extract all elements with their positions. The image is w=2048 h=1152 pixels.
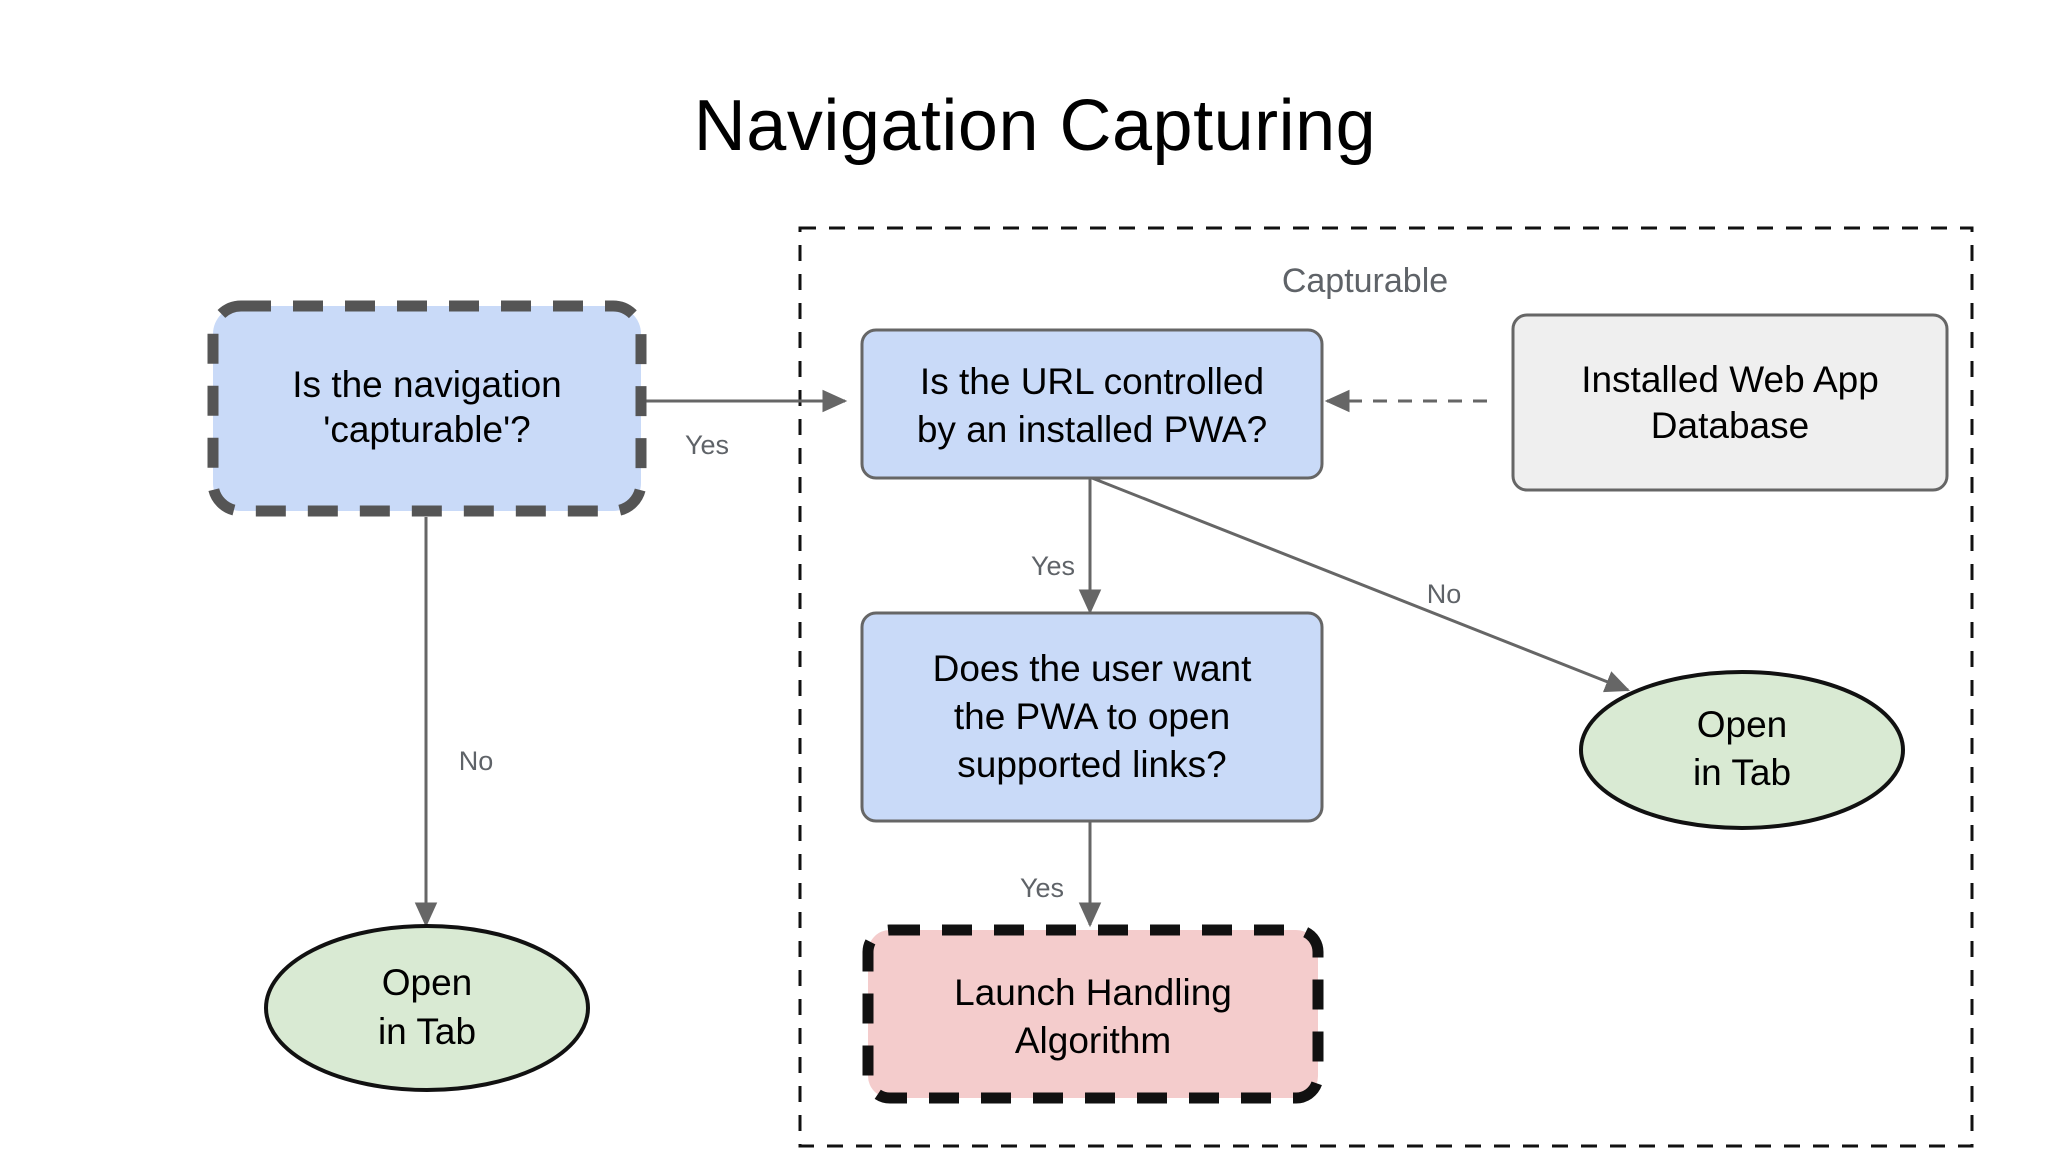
node-launch-handling-algorithm[interactable]: Launch Handling Algorithm [862,924,1324,1104]
edge-url-controlled-yes: Yes [1031,478,1102,615]
edge-user-want-yes: Yes [1020,820,1102,928]
node-installed-web-app-database-line2: Database [1651,405,1809,446]
node-is-navigation-capturable-line1: Is the navigation [292,364,561,405]
node-does-user-want-pwa[interactable]: Does the user want the PWA to open suppo… [860,611,1324,823]
edge-url-controlled-yes-label: Yes [1031,551,1075,581]
node-does-user-want-pwa-line2: the PWA to open [954,696,1230,737]
edge-url-controlled-no-label: No [1427,579,1462,609]
node-is-url-controlled-shape[interactable] [860,328,1324,480]
node-is-url-controlled-line2: by an installed PWA? [917,409,1267,450]
page-title: Navigation Capturing [694,86,1376,166]
node-installed-web-app-database-shape[interactable] [1511,313,1949,492]
node-does-user-want-pwa-line3: supported links? [957,744,1226,785]
node-open-in-tab-left-line2: in Tab [378,1011,476,1052]
node-installed-web-app-database-line1: Installed Web App [1581,359,1879,400]
node-open-in-tab-right-line2: in Tab [1693,752,1791,793]
edge-capturable-no-label: No [459,746,494,776]
node-open-in-tab-left-line1: Open [382,962,473,1003]
edge-url-controlled-no: No [1091,476,1631,693]
node-open-in-tab-right[interactable]: Open in Tab [1579,670,1905,830]
edge-capturable-no: No [414,517,494,928]
node-installed-web-app-database[interactable]: Installed Web App Database [1511,313,1949,492]
node-open-in-tab-left-shape[interactable] [264,924,590,1092]
node-is-url-controlled-line1: Is the URL controlled [920,361,1264,402]
node-launch-handling-algorithm-line1: Launch Handling [954,972,1232,1013]
node-open-in-tab-left[interactable]: Open in Tab [264,924,590,1092]
node-is-navigation-capturable-shape[interactable] [207,300,647,517]
edge-capturable-yes-label: Yes [685,430,729,460]
node-open-in-tab-right-line1: Open [1697,704,1788,745]
node-does-user-want-pwa-shape[interactable] [860,611,1324,823]
node-is-navigation-capturable-line2: 'capturable'? [323,409,531,450]
node-does-user-want-pwa-line1: Does the user want [933,648,1253,689]
node-launch-handling-algorithm-shape[interactable] [862,924,1324,1104]
node-is-url-controlled[interactable]: Is the URL controlled by an installed PW… [860,328,1324,480]
edge-capturable-yes: Yes [646,389,848,460]
node-open-in-tab-right-shape[interactable] [1579,670,1905,830]
capturable-group-box [798,226,1974,1148]
node-is-navigation-capturable[interactable]: Is the navigation 'capturable'? [207,300,647,517]
edge-url-controlled-no-line [1091,476,1631,693]
node-launch-handling-algorithm-line2: Algorithm [1015,1020,1171,1061]
capturable-group-label: Capturable [1282,262,1448,300]
edge-user-want-yes-label: Yes [1020,873,1064,903]
